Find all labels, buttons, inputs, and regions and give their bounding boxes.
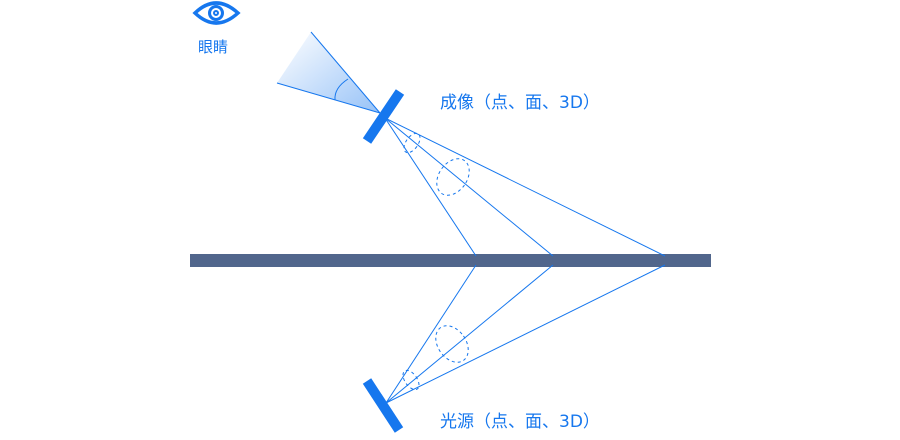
imaging-sensor [362, 89, 405, 144]
view-cone-edge [310, 31, 381, 114]
eye-label: 眼睛 [198, 38, 229, 56]
light-source-label: 光源（点、面、3D） [440, 412, 600, 432]
surface-bar [190, 254, 711, 267]
view-cone-edge [276, 82, 381, 114]
incident-rays [385, 264, 666, 404]
light-source-emitter [362, 378, 404, 433]
view-angle-arc [334, 78, 349, 101]
eye-icon [192, 1, 241, 25]
reflected-rays [384, 117, 666, 257]
view-cone [277, 32, 380, 113]
imaging-label: 成像（点、面、3D） [440, 93, 600, 113]
